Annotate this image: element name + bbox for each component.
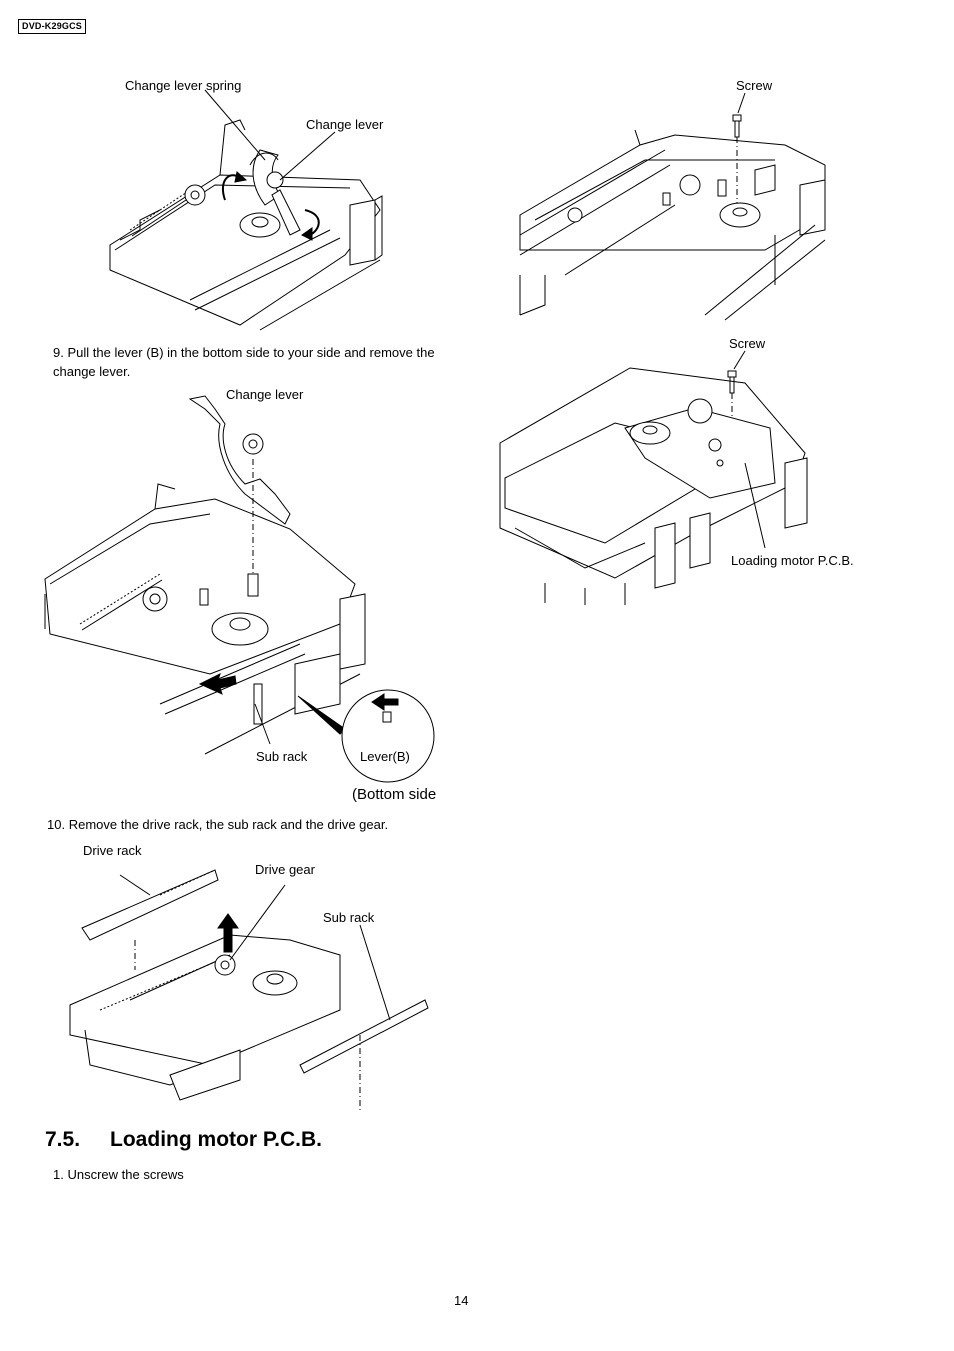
section-heading: 7.5. Loading motor P.C.B. (45, 1128, 322, 1152)
label-bottom-side: (Bottom side (352, 786, 437, 803)
step-9-number: 9. (53, 345, 64, 360)
label-sub-rack-2: Sub rack (323, 910, 375, 925)
step-9-text: Pull the lever (B) in the bottom side to… (53, 345, 435, 379)
diagram-change-lever-removal (44, 395, 435, 783)
figure-screw-top: Screw (515, 75, 845, 325)
diagram-loading-motor-pcb (499, 350, 808, 605)
label-loading-motor-pcb: Loading motor P.C.B. (731, 553, 854, 568)
figure-change-lever-removal: Change lever Sub rack Lever(B) (Bottom s… (40, 384, 460, 804)
step-10-number: 10. (47, 817, 66, 832)
label-screw-2: Screw (729, 336, 766, 351)
screw-icon (732, 114, 742, 138)
section-step-1-number: 1. (53, 1167, 64, 1182)
label-drive-gear: Drive gear (255, 862, 315, 877)
page-number: 14 (454, 1293, 469, 1308)
model-tag: DVD-K29GCS (18, 19, 87, 34)
section-title: Loading motor P.C.B. (110, 1128, 322, 1151)
label-drive-rack: Drive rack (83, 843, 142, 858)
arrow-up-icon (217, 913, 239, 953)
label-lever-b: Lever(B) (360, 749, 410, 764)
step-10: 10. Remove the drive rack, the sub rack … (47, 815, 457, 834)
section-step-1: 1. Unscrew the screws (53, 1165, 453, 1184)
step-10-text: Remove the drive rack, the sub rack and … (68, 817, 389, 832)
label-screw-1: Screw (736, 78, 773, 93)
section-step-1-text: Unscrew the screws (67, 1167, 184, 1182)
label-change-lever-spring: Change lever spring (125, 78, 242, 93)
step-9: 9. Pull the lever (B) in the bottom side… (53, 343, 453, 381)
diagram-change-lever-spring (109, 89, 383, 331)
label-change-lever: Change lever (306, 117, 384, 132)
figure-drive-rack-removal: Drive rack Drive gear Sub rack (60, 840, 440, 1115)
section-number: 7.5. (45, 1128, 81, 1151)
diagram-screw-top (519, 92, 826, 321)
figure-loading-motor-pcb: Screw Loading motor P.C.B. (495, 333, 875, 608)
label-change-lever-2: Change lever (226, 387, 304, 402)
arrow-left-icon (198, 673, 237, 695)
label-sub-rack: Sub rack (256, 749, 308, 764)
diagram-drive-rack-removal (69, 869, 429, 1110)
figure-change-lever-spring: Change lever spring Change lever (100, 70, 400, 340)
